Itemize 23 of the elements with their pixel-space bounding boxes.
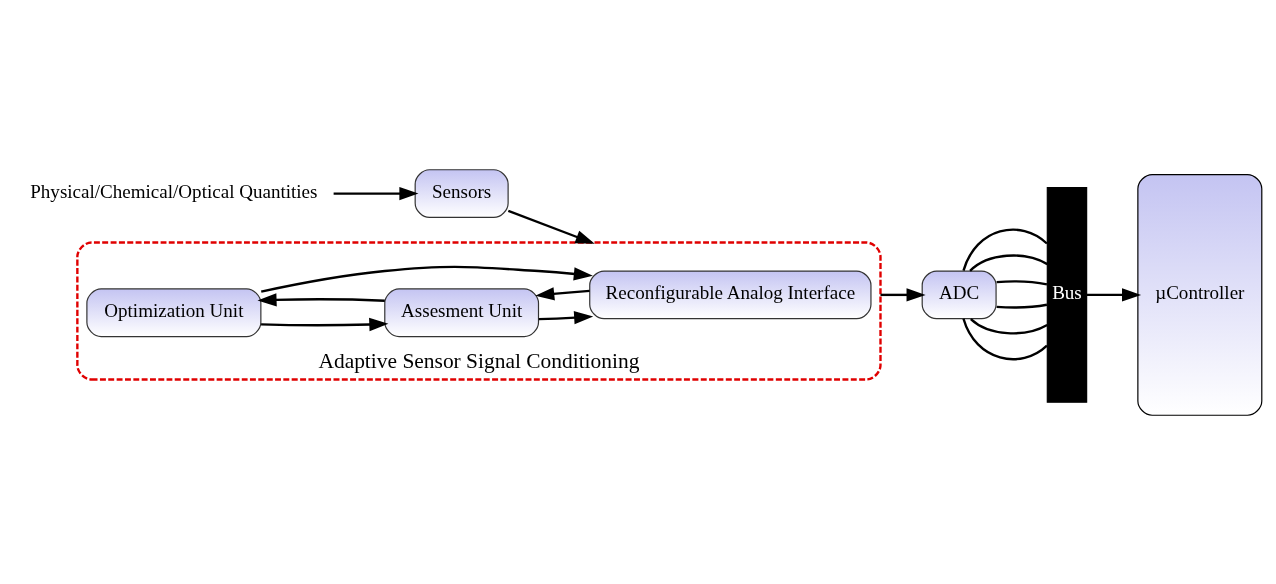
node-box: Optimization Unit bbox=[86, 287, 262, 337]
node-box: ADC bbox=[921, 269, 997, 319]
connector bbox=[996, 279, 1048, 285]
arrow bbox=[1086, 287, 1142, 302]
node-box: Bus bbox=[1046, 186, 1088, 403]
connector bbox=[996, 303, 1048, 309]
arrow bbox=[257, 292, 385, 307]
node-box: Assesment Unit bbox=[384, 287, 540, 337]
connector bbox=[962, 317, 1048, 360]
arrow bbox=[261, 317, 389, 331]
connector bbox=[962, 228, 1048, 271]
arrow bbox=[333, 186, 419, 200]
node-box: µController bbox=[1137, 173, 1263, 416]
connector bbox=[970, 317, 1048, 334]
node-box: Sensors bbox=[414, 168, 509, 218]
node-box: Reconfigurable Analog Interface bbox=[589, 269, 872, 319]
arrow bbox=[880, 287, 926, 302]
arrow bbox=[260, 265, 593, 293]
node-text: Physical/Chemical/Optical Quantities bbox=[30, 180, 318, 202]
arrow bbox=[535, 286, 590, 300]
connector bbox=[969, 253, 1048, 272]
arrow bbox=[538, 310, 594, 324]
arrow bbox=[507, 209, 595, 244]
